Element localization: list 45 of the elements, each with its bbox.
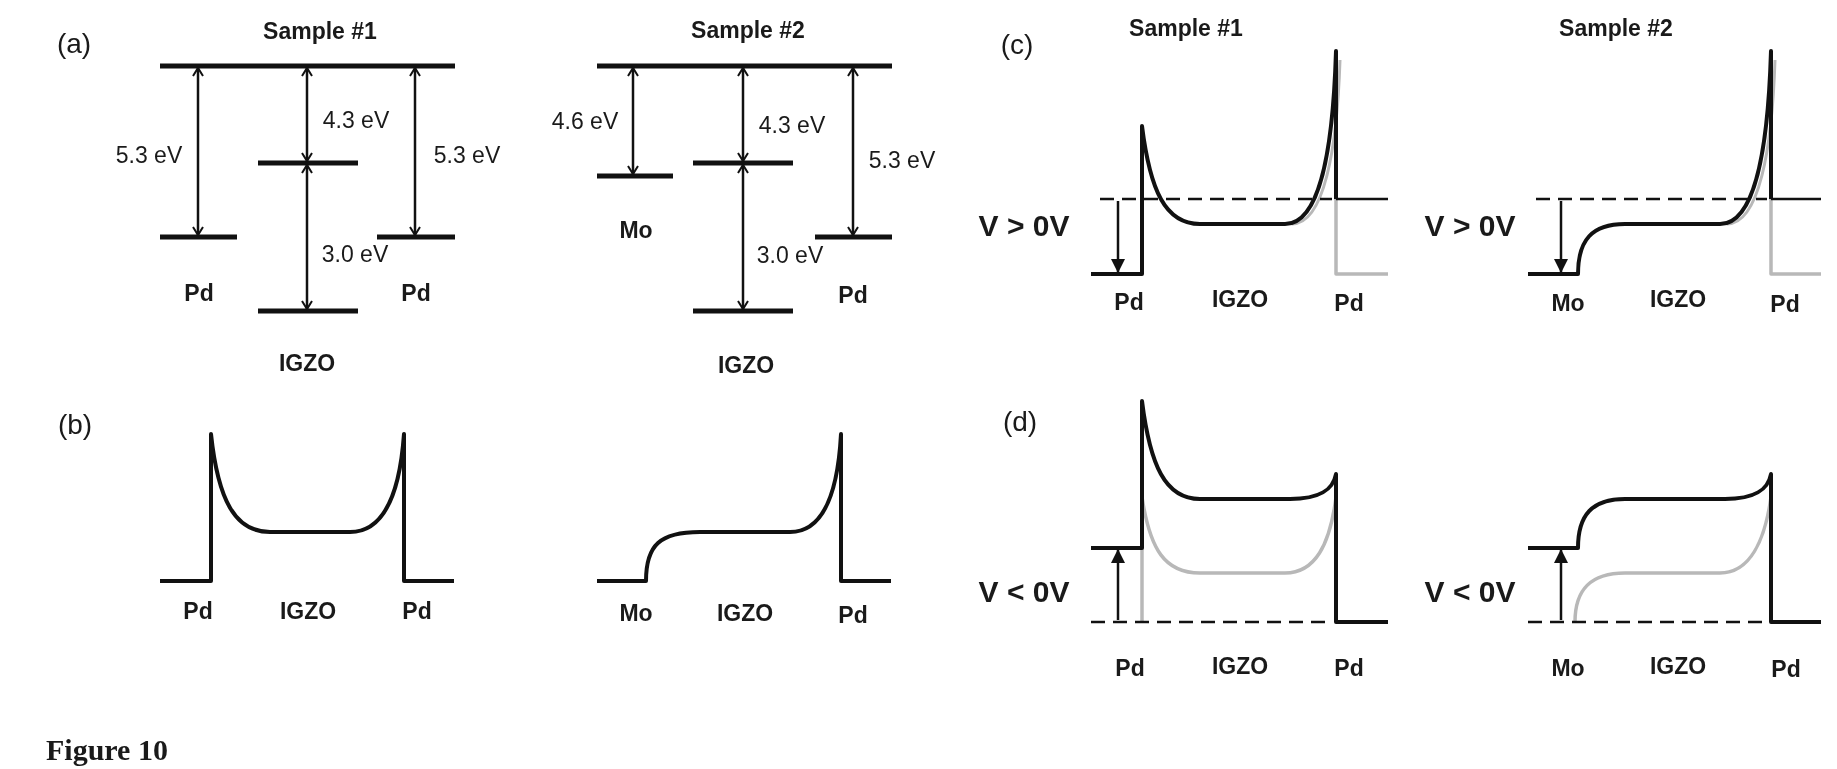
material-label: Pd (1770, 293, 1800, 316)
sample-title: Sample #1 (263, 20, 377, 43)
material-label: IGZO (717, 354, 775, 377)
sample-title: Sample #2 (1559, 17, 1673, 40)
bias-label: V < 0V (1424, 577, 1516, 607)
energy-value: 4.3 eV (322, 109, 390, 132)
material-label: Pd (1334, 657, 1364, 680)
bias-label: V > 0V (1424, 211, 1516, 241)
material-label: IGZO (716, 602, 774, 625)
material-label: Pd (401, 282, 431, 305)
material-label: Pd (838, 604, 868, 627)
material-label: Mo (1551, 657, 1585, 680)
material-label: Pd (1771, 658, 1801, 681)
material-label: Mo (619, 219, 653, 242)
sample-title: Sample #1 (1129, 17, 1243, 40)
material-label: IGZO (279, 600, 337, 623)
panel-label: (b) (57, 411, 93, 439)
energy-value: 3.0 eV (321, 243, 389, 266)
material-label: Pd (402, 600, 432, 623)
material-label: IGZO (1649, 288, 1707, 311)
panel-label: (d) (1002, 408, 1038, 436)
material-label: Mo (1551, 292, 1585, 315)
material-label: Mo (619, 602, 653, 625)
material-label: IGZO (1649, 655, 1707, 678)
sample-title: Sample #2 (691, 19, 805, 42)
bias-label: V > 0V (978, 211, 1070, 241)
energy-value: 4.6 eV (551, 110, 619, 133)
panel-label: (a) (56, 30, 92, 58)
energy-value: 3.0 eV (756, 244, 824, 267)
material-label: Pd (1334, 292, 1364, 315)
material-label: IGZO (278, 352, 336, 375)
energy-value: 4.3 eV (758, 114, 826, 137)
bias-label: V < 0V (978, 577, 1070, 607)
energy-value: 5.3 eV (433, 144, 501, 167)
material-label: IGZO (1211, 288, 1269, 311)
material-label: Pd (1114, 291, 1144, 314)
panel-label: (c) (1000, 31, 1034, 59)
material-label: Pd (838, 284, 868, 307)
material-label: Pd (1115, 657, 1145, 680)
energy-value: 5.3 eV (115, 144, 183, 167)
material-label: Pd (183, 600, 213, 623)
energy-value: 5.3 eV (868, 149, 936, 172)
material-label: Pd (184, 282, 214, 305)
material-label: IGZO (1211, 655, 1269, 678)
figure-caption: Figure 10 (46, 733, 168, 766)
